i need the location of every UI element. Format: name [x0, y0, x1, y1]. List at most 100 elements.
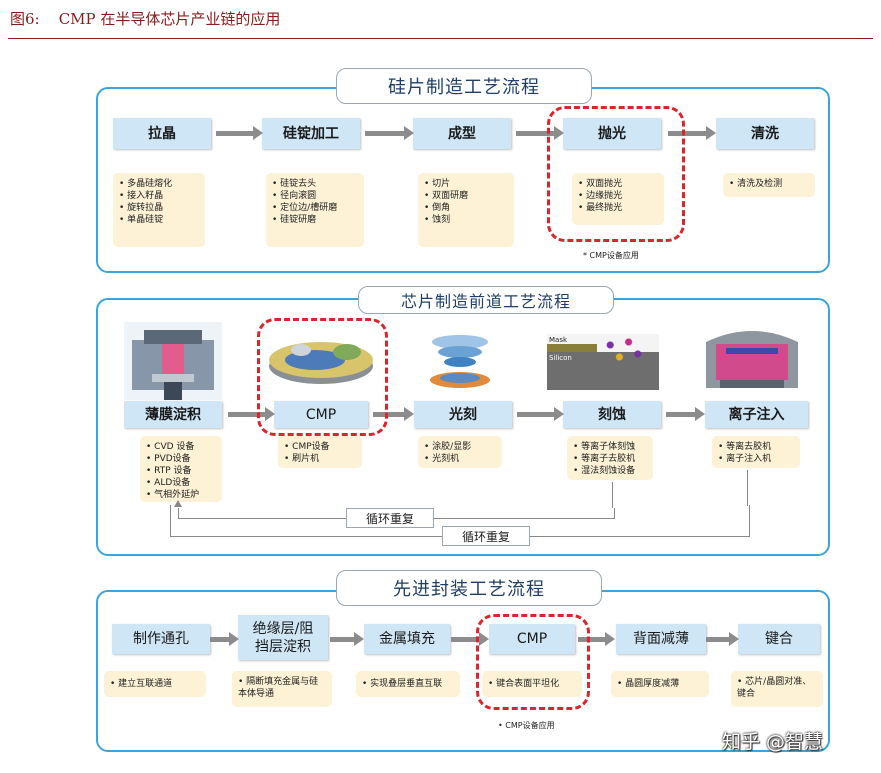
note-item: 等离子去胶机	[573, 453, 647, 465]
note-item: 边缘抛光	[578, 190, 658, 202]
note-item: 键合表面平坦化	[488, 678, 559, 690]
figure-title: CMP 在半导体芯片产业链的应用	[58, 10, 281, 28]
flow-arrow	[365, 126, 414, 140]
note-item: 径向滚圆	[272, 190, 358, 202]
packaging-notes-thinning: 晶圆厚度减薄	[611, 671, 709, 697]
mask-label: Mask	[549, 336, 568, 344]
frontend-notes-ion-implantation: 等离去胶机 离子注入机	[712, 436, 800, 468]
wafer-notes-polishing: 双面抛光 边缘抛光 最终抛光	[572, 173, 664, 225]
caption-rule	[8, 38, 873, 39]
cmp-highlight-packaging	[476, 614, 590, 710]
note-item: 建立互联通道	[110, 678, 172, 690]
packaging-footnote: • CMP设备应用	[498, 721, 555, 730]
packaging-panel-title: 先进封装工艺流程	[336, 570, 602, 606]
note-item: 双面抛光	[578, 178, 658, 190]
note-item: 旋转拉晶	[119, 202, 199, 214]
wafer-notes-ingot-processing: 硅锭去头 径向滚圆 定位边/槽研磨 硅锭研磨	[266, 173, 364, 247]
packaging-step-metal-filling: 金属填充	[364, 624, 450, 654]
frontend-panel-title: 芯片制造前道工艺流程	[358, 286, 614, 314]
note-item: 双面研磨	[424, 190, 508, 202]
flow-arrow	[373, 407, 414, 421]
frontend-notes-lithography: 涂胶/显影 光刻机	[418, 436, 502, 468]
note-item: 切片	[424, 178, 508, 190]
flow-arrow	[517, 407, 564, 421]
flow-arrow	[706, 632, 739, 646]
note-item: 湿法刻蚀设备	[573, 465, 647, 477]
packaging-step-via-formation: 制作通孔	[112, 624, 210, 654]
note-item: 隔断填充金属与硅本体导通	[238, 676, 326, 700]
packaging-step-insulation-barrier: 绝缘层/阻 挡层淀积	[238, 615, 328, 660]
packaging-notes-cmp: 键合表面平坦化	[482, 671, 582, 697]
note-item: 晶圆厚度减薄	[617, 678, 679, 690]
note-item: 倒角	[424, 202, 508, 214]
wafer-step-crystal-pulling: 拉晶	[113, 118, 211, 149]
loop-line-inner-riser	[612, 482, 613, 508]
frontend-step-etching: 刻蚀	[563, 401, 661, 428]
wafer-step-cleaning: 清洗	[716, 118, 814, 149]
frontend-step-lithography: 光刻	[414, 401, 512, 428]
note-item: 接入籽晶	[119, 190, 199, 202]
packaging-step-backside-thinning: 背面减薄	[616, 624, 706, 654]
loop-label-inner: 循环重复	[346, 508, 434, 528]
watermark: 知乎 @智慧	[722, 731, 824, 753]
packaging-notes-metal-filling: 实现叠层垂直互联	[356, 671, 460, 697]
ion-particles	[601, 336, 647, 366]
packaging-notes-via: 建立互联通道	[104, 671, 206, 697]
silicon-label: Silicon	[549, 354, 572, 362]
flow-arrow	[578, 632, 615, 646]
etching-image: Mask Silicon	[547, 334, 659, 390]
frontend-notes-cmp: CMP设备 刷片机	[278, 436, 362, 468]
note-item: 涂胶/显影	[424, 441, 496, 453]
flow-arrow	[228, 407, 275, 421]
flow-arrow	[210, 632, 239, 646]
loop-label-outer: 循环重复	[442, 526, 530, 546]
wafer-step-shaping: 成型	[413, 118, 511, 149]
wafer-notes-crystal-pulling: 多晶硅熔化 接入籽晶 旋转拉晶 单晶硅锭	[113, 173, 205, 247]
cmp-highlight-polishing	[547, 106, 685, 242]
packaging-step-bonding: 键合	[738, 624, 820, 654]
note-item: 定位边/槽研磨	[272, 202, 358, 214]
mask-layer	[547, 344, 597, 352]
packaging-notes-insulation: 隔断填充金属与硅本体导通	[232, 671, 332, 707]
wafer-panel-title: 硅片制造工艺流程	[336, 68, 592, 104]
packaging-step-cmp: CMP	[489, 624, 575, 654]
deposition-chamber-image	[124, 322, 222, 400]
note-item: 刷片机	[284, 453, 356, 465]
frontend-step-cmp: CMP	[274, 401, 368, 428]
step-label-line: 绝缘层/阻	[252, 620, 314, 637]
note-item: 硅锭研磨	[272, 214, 358, 226]
cmp-polisher-image	[269, 342, 373, 384]
note-item: 等离子体刻蚀	[573, 441, 647, 453]
packaging-panel	[96, 590, 830, 752]
note-item: 多晶硅熔化	[119, 178, 199, 190]
note-item: 最终抛光	[578, 202, 658, 214]
wafer-notes-cleaning: 清洗及检测	[723, 173, 815, 197]
note-item: ALD设备	[146, 477, 216, 489]
note-item: 气相外延炉	[146, 489, 216, 501]
flow-arrow	[516, 126, 564, 140]
frontend-step-ion-implantation: 离子注入	[705, 401, 808, 428]
note-item: PVD设备	[146, 453, 216, 465]
flow-arrow	[216, 126, 263, 140]
note-item: 蚀刻	[424, 214, 508, 226]
frontend-step-thin-film-deposition: 薄膜淀积	[124, 401, 222, 428]
wafer-step-ingot-processing: 硅锭加工	[262, 118, 360, 149]
loop-line-outer-riser	[747, 470, 748, 506]
note-item: 单晶硅锭	[119, 214, 199, 226]
wafer-footnote: * CMP设备应用	[583, 251, 639, 260]
ion-implanter-image	[706, 331, 798, 388]
loop-arrowhead-icon	[174, 500, 182, 507]
flow-arrow	[668, 126, 716, 140]
step-label-line: 挡层淀积	[255, 638, 311, 655]
note-item: 等离去胶机	[718, 441, 794, 453]
flow-arrow	[451, 632, 489, 646]
note-item: 清洗及检测	[729, 178, 809, 190]
frontend-notes-etching: 等离子体刻蚀 等离子去胶机 湿法刻蚀设备	[567, 436, 653, 480]
note-item: 芯片/晶圆对准、键合	[737, 676, 817, 700]
frontend-notes-deposition: CVD 设备 PVD设备 RTP 设备 ALD设备 气相外延炉	[140, 436, 222, 502]
figure-label: 图6:	[10, 10, 40, 28]
note-item: CVD 设备	[146, 441, 216, 453]
figure-caption: 图6: CMP 在半导体芯片产业链的应用	[10, 8, 280, 29]
note-item: RTP 设备	[146, 465, 216, 477]
lithography-image	[430, 335, 490, 388]
